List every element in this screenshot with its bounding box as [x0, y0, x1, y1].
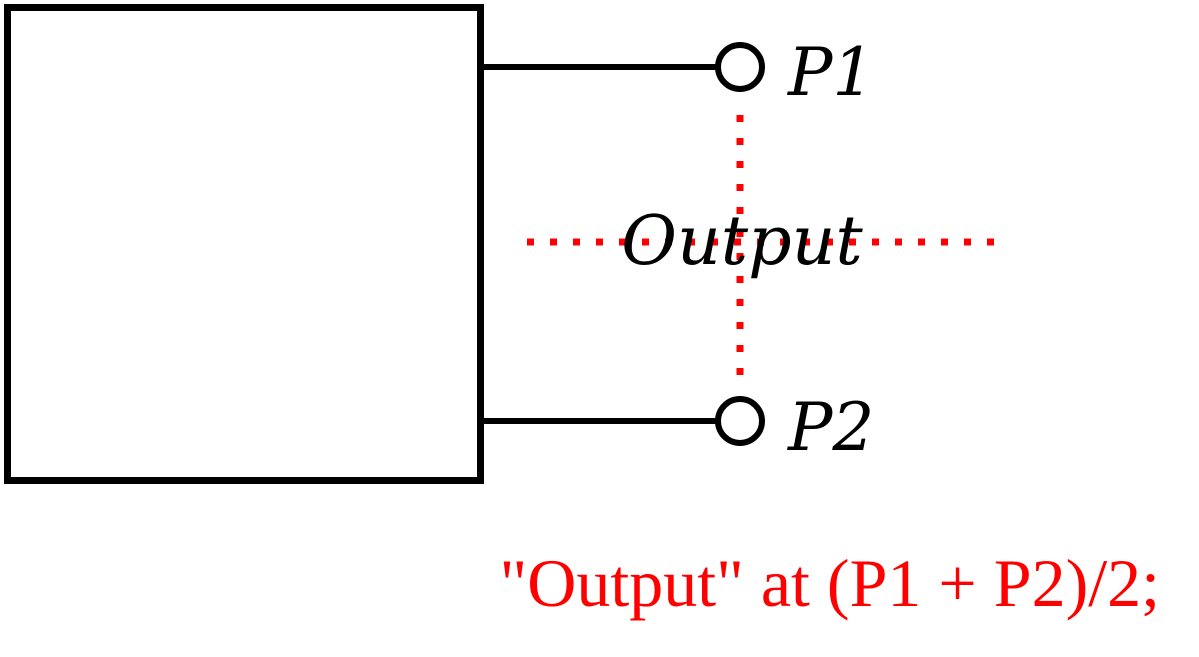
pin-p2-terminal [715, 396, 765, 446]
pin-p1-label: P1 [787, 34, 874, 111]
pin-p2-label: P2 [787, 389, 874, 466]
pin-p1-terminal [715, 42, 765, 92]
output-label: Output [621, 202, 863, 281]
caption-text: "Output" at (P1 + P2)/2; [499, 545, 1160, 621]
block-box [4, 4, 484, 484]
